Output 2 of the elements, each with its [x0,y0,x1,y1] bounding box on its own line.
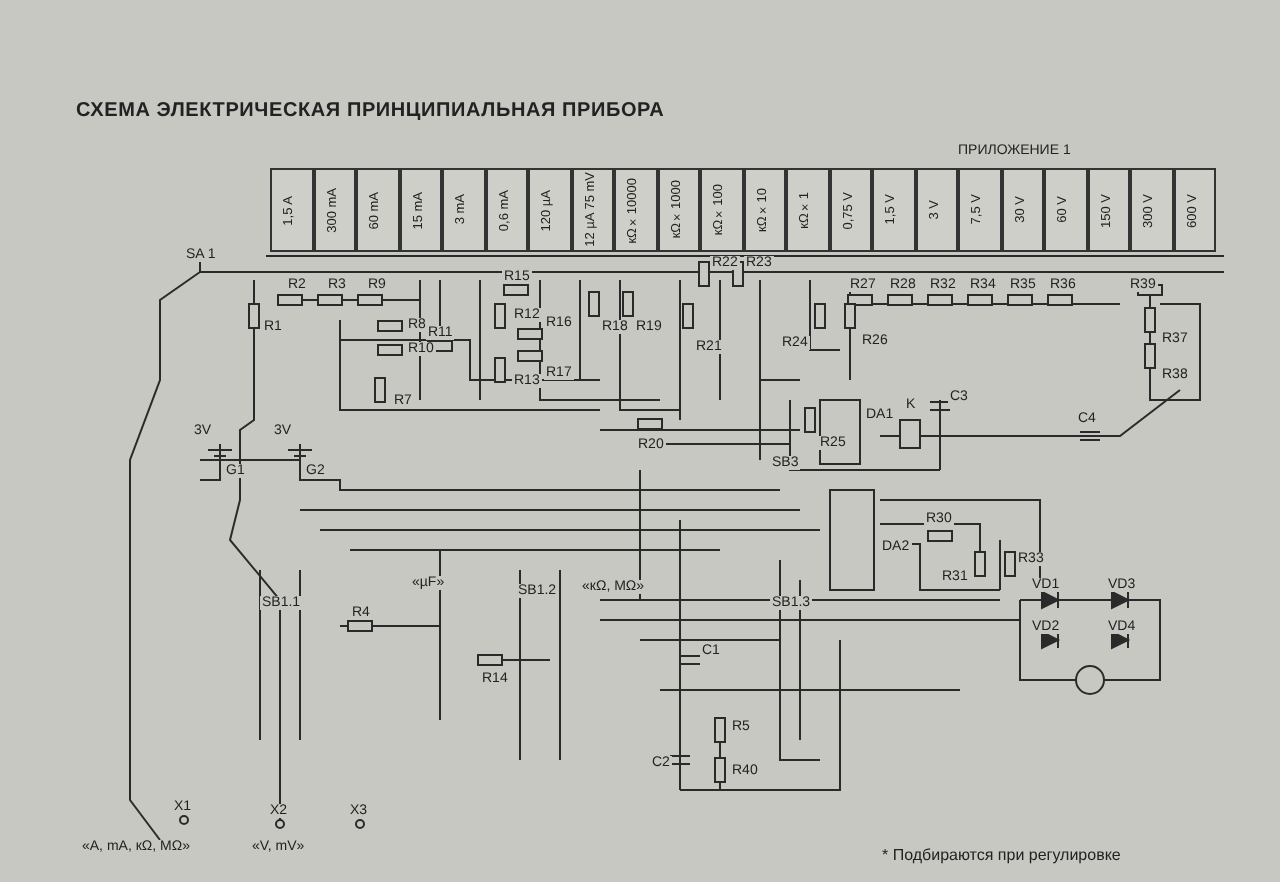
diagram-title: СХЕМА ЭЛЕКТРИЧЕСКАЯ ПРИНЦИПИАЛЬНАЯ ПРИБОРА [76,100,665,122]
footnote: * Подбираются при регулировке [880,848,1123,864]
